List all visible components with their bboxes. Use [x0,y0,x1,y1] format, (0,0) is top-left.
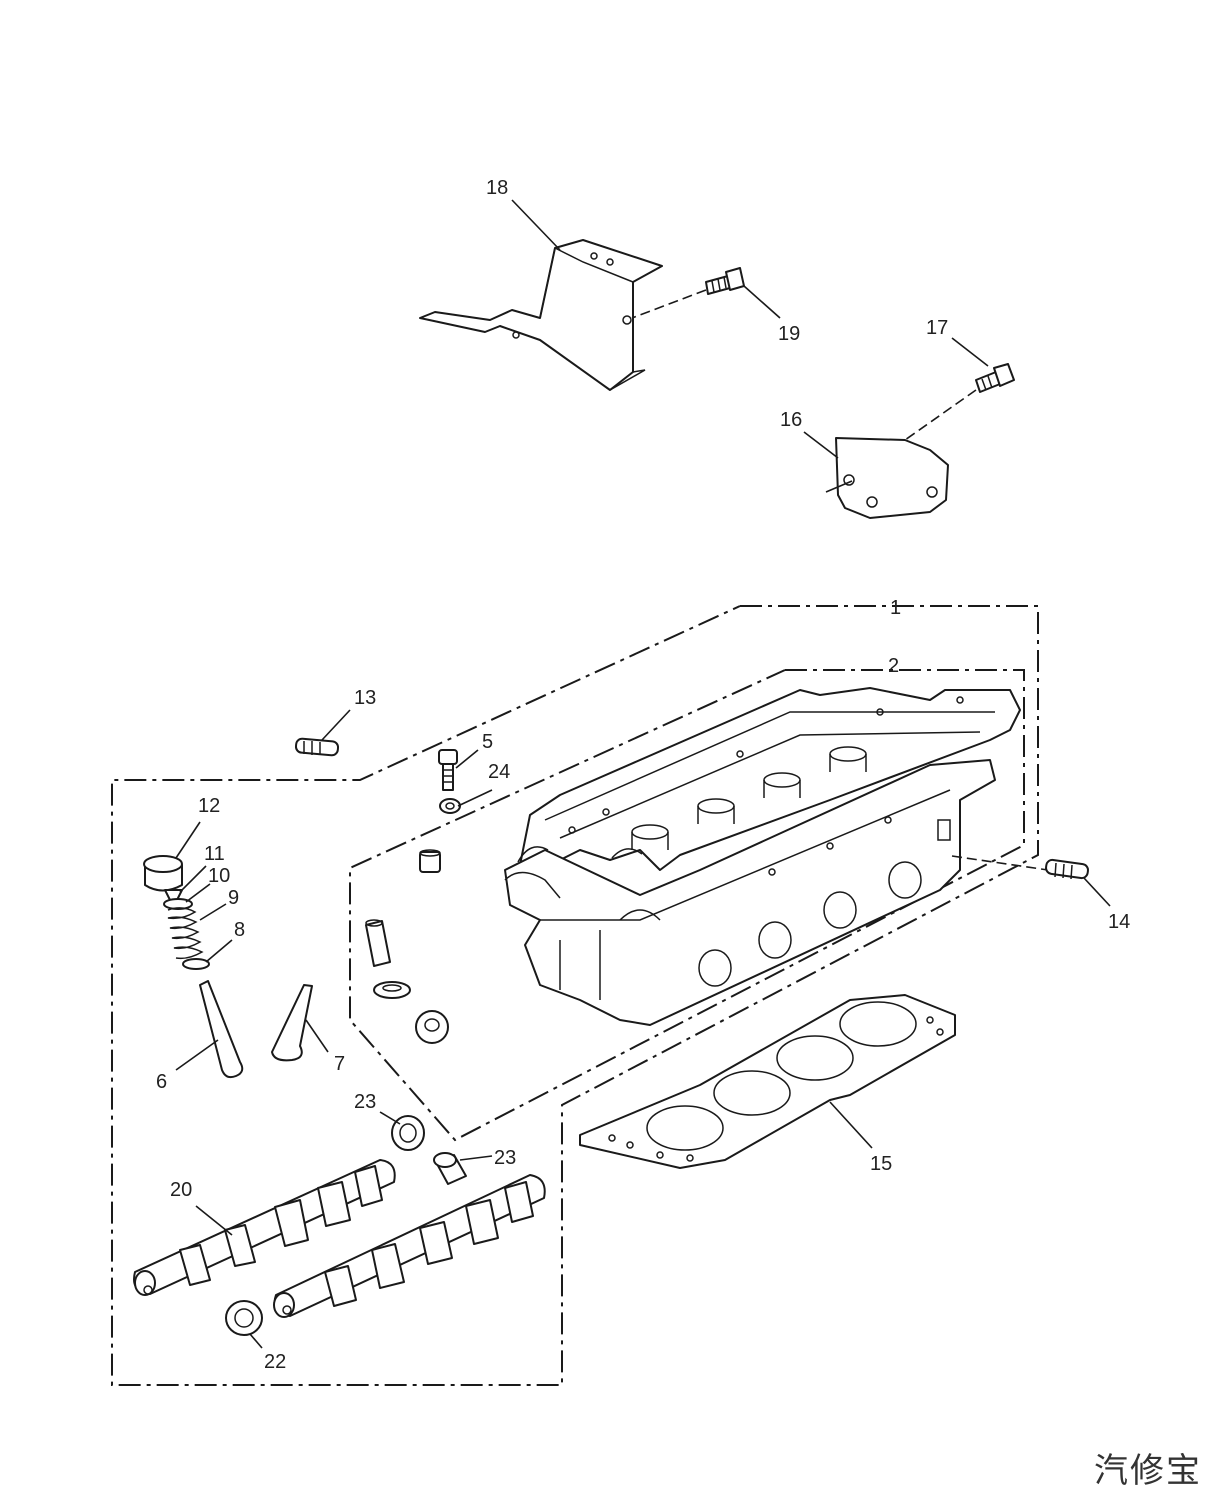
camshaft-plug-23 [433,1152,467,1185]
camshaft-carrier [517,687,1021,871]
callout-9: 9 [228,887,239,909]
camshaft-intake [133,1159,396,1296]
camshaft-seal-22 [225,1300,263,1336]
bolt-19 [631,267,745,319]
callout-10: 10 [208,865,230,887]
callout-20: 20 [170,1179,192,1201]
watermark-logo: 汽修宝 [1094,1451,1202,1491]
head-gasket [579,994,956,1169]
valve-guide [365,919,391,967]
callout-11: 11 [204,843,225,865]
callout-19: 19 [778,323,800,345]
heat-shield-bracket [419,239,663,391]
cover-plate [825,437,949,519]
bolt-17 [904,363,1015,441]
spring-seat-8 [182,958,210,970]
callout-1: 1 [890,597,901,619]
callout-8: 8 [234,919,245,941]
assembly-2-boundary [349,669,1025,1142]
camshaft-exhaust [273,1174,546,1318]
assembly-1-boundary [111,605,1039,1386]
callout-18: 18 [486,177,508,199]
callout-13: 13 [354,687,376,709]
callout-23-lower: 23 [494,1147,516,1169]
leader-lines [175,199,1111,1349]
valve-7 [271,984,313,1062]
bolt-5 [438,749,458,791]
callout-5: 5 [482,731,493,753]
valve-6 [199,980,244,1079]
cylinder-head [504,759,1049,1026]
callout-17: 17 [926,317,948,339]
tappet-12 [143,855,183,892]
callout-labels: 18 19 17 16 1 2 13 5 24 12 11 10 9 8 14 … [156,177,1130,1373]
guide-sleeve [419,849,441,873]
callout-6: 6 [156,1071,167,1093]
callout-16: 16 [780,409,802,431]
valve-seat [373,981,411,999]
dowel-14 [1045,858,1089,880]
callout-7: 7 [334,1053,345,1075]
callout-14: 14 [1108,911,1130,933]
dowel-13 [294,737,340,757]
washer-24 [439,798,461,814]
callout-24: 24 [488,761,510,783]
callout-22: 22 [264,1351,286,1373]
valve-seal [415,1010,449,1044]
callout-23-upper: 23 [354,1091,376,1113]
callout-12: 12 [198,795,220,817]
callout-2: 2 [888,655,899,677]
camshaft-seal-upper [391,1115,425,1151]
valve-spring-cap-10 [163,898,193,910]
callout-15: 15 [870,1153,892,1175]
valve-spring-9 [167,907,204,960]
